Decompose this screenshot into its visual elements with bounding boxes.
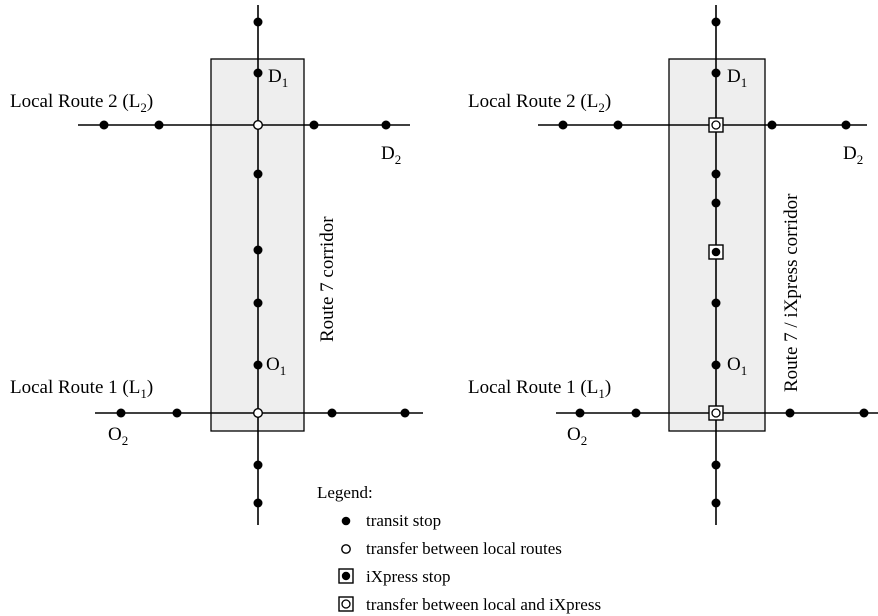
transit-stop <box>253 360 263 370</box>
legend-item-label: iXpress stop <box>366 567 451 586</box>
transit-stop <box>711 298 721 308</box>
transit-stop <box>116 408 126 418</box>
destination-1-label: D1 <box>268 66 288 90</box>
legend-transit-stop-symbol <box>341 516 351 526</box>
route1-label: Local Route 1 (L1) <box>468 377 611 401</box>
transit-stop <box>381 120 391 130</box>
transit-stop <box>711 460 721 470</box>
legend-ixpress-stop-symbol <box>338 568 354 584</box>
transit-stops <box>558 17 869 508</box>
route2-label: Local Route 2 (L2) <box>468 91 611 115</box>
legend: Legend: transit stop transfer between lo… <box>317 483 601 614</box>
transit-stop <box>711 68 721 78</box>
left-panel: Local Route 2 (L2) Local Route 1 (L1) D1… <box>10 5 423 525</box>
transit-stop <box>253 169 263 179</box>
transit-stop <box>711 17 721 27</box>
transit-stop <box>327 408 337 418</box>
legend-item-label: transfer between local and iXpress <box>366 595 601 614</box>
destination-2-label: D2 <box>843 143 863 167</box>
legend-local-transfer-symbol <box>341 544 351 554</box>
transit-stop <box>575 408 585 418</box>
origin-2-label: O2 <box>108 424 128 448</box>
ixpress-stop-marker <box>708 244 724 260</box>
transit-stop <box>859 408 869 418</box>
transit-stop <box>613 120 623 130</box>
transit-stop <box>631 408 641 418</box>
transit-stop <box>841 120 851 130</box>
transit-stop <box>253 68 263 78</box>
transit-stop <box>172 408 182 418</box>
transit-stop <box>309 120 319 130</box>
corridor-label: Route 7 corridor <box>317 216 338 342</box>
transit-stop <box>154 120 164 130</box>
right-panel: Local Route 2 (L2) Local Route 1 (L1) D1… <box>468 5 878 525</box>
route2-label: Local Route 2 (L2) <box>10 91 153 115</box>
transit-stop <box>253 298 263 308</box>
destination-1-label: D1 <box>727 66 747 90</box>
legend-title: Legend: <box>317 483 373 502</box>
transit-stop <box>711 169 721 179</box>
local-ixpress-transfer-marker <box>708 405 724 421</box>
origin-1-label: O1 <box>266 354 286 378</box>
origin-2-label: O2 <box>567 424 587 448</box>
transit-stop <box>711 498 721 508</box>
transit-stop <box>785 408 795 418</box>
destination-2-label: D2 <box>381 143 401 167</box>
legend-item-label: transfer between local routes <box>366 539 562 558</box>
transit-stop <box>711 360 721 370</box>
local-transfer-marker <box>252 408 263 419</box>
transit-stop <box>253 17 263 27</box>
transit-stops <box>99 17 410 508</box>
local-ixpress-transfer-marker <box>708 117 724 133</box>
legend-local-ixpress-transfer-symbol <box>338 596 354 612</box>
route1-label: Local Route 1 (L1) <box>10 377 153 401</box>
legend-item-label: transit stop <box>366 511 441 530</box>
corridor-label: Route 7 / iXpress corridor <box>781 193 802 392</box>
transit-stop <box>767 120 777 130</box>
transit-stop <box>253 245 263 255</box>
transit-stop <box>400 408 410 418</box>
origin-1-label: O1 <box>727 354 747 378</box>
transit-stop <box>253 498 263 508</box>
transit-stop <box>558 120 568 130</box>
transit-stop <box>711 198 721 208</box>
transit-stop <box>99 120 109 130</box>
local-transfer-marker <box>252 119 263 130</box>
transit-stop <box>253 460 263 470</box>
